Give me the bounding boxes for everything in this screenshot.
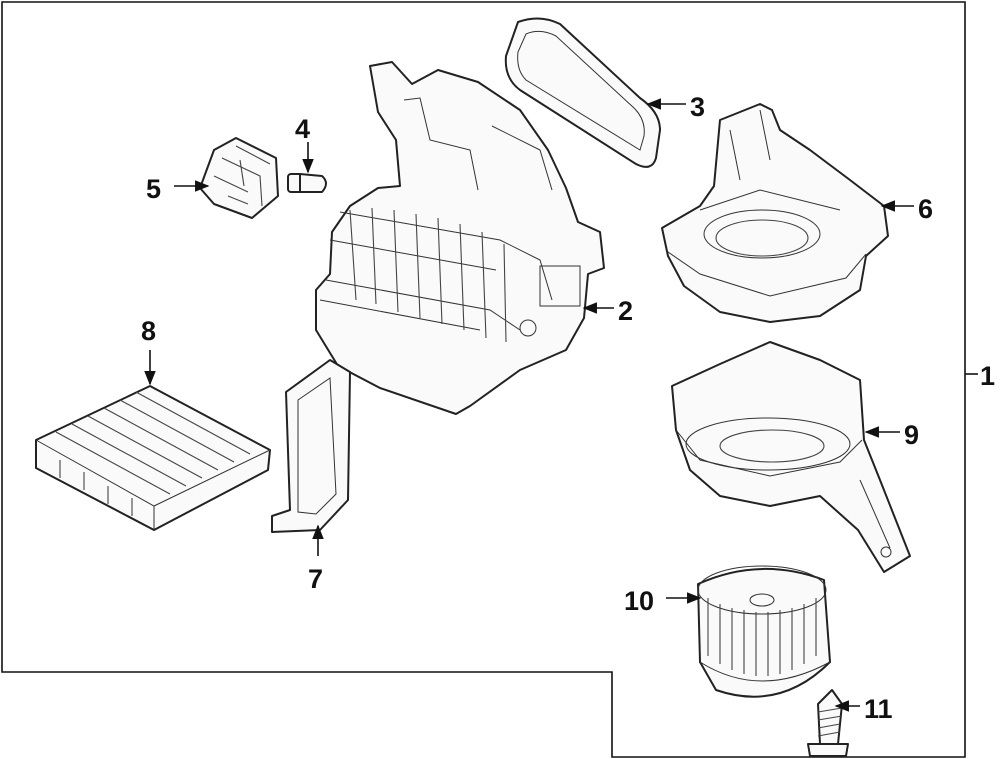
callout-9: 9 [904,420,919,450]
callout-8: 8 [141,316,156,346]
callout-2: 2 [618,296,633,326]
callout-1: 1 [980,361,995,391]
upper-blower-housing-part [661,103,889,323]
blower-motor-part [697,565,831,698]
resistor-part [199,137,279,219]
callout-7: 7 [308,564,323,594]
callout-10: 10 [624,586,654,616]
bulb-part [287,173,327,193]
heater-case-part [315,61,605,415]
assembly-border [1,1,966,758]
callout-6: 6 [918,194,933,224]
callout-3: 3 [690,92,705,122]
callout-4: 4 [295,114,310,144]
lower-blower-housing-part [671,341,911,573]
callout-5: 5 [146,174,161,204]
seal-ring-part [504,17,661,168]
duct-seal-part [271,359,351,533]
screw-part [807,689,849,757]
cabin-filter-part [35,385,271,531]
callout-11: 11 [864,694,893,724]
